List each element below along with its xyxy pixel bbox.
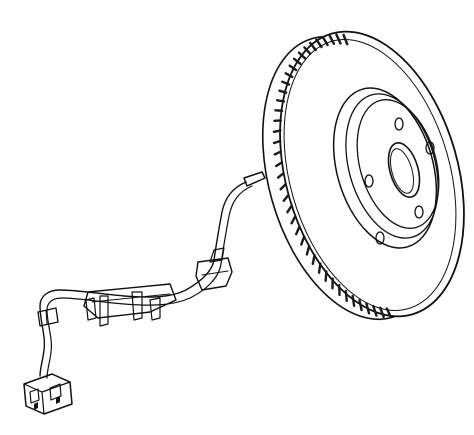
mounting-bracket-lower	[83, 283, 177, 319]
sensor-cable-outline	[46, 185, 253, 379]
rotor-hub-face	[356, 99, 440, 229]
connector-pin	[34, 402, 38, 410]
vent-vane	[344, 289, 348, 303]
vent-vane	[305, 244, 311, 256]
bracket-tab	[209, 247, 225, 263]
vent-vane	[372, 304, 378, 317]
rotor-hat-inner	[345, 93, 439, 239]
lug-hole	[425, 141, 435, 155]
vent-vane	[308, 41, 317, 52]
bracket-edge	[91, 293, 171, 303]
vent-vane	[276, 172, 285, 179]
vent-vane	[279, 183, 287, 191]
vent-vane	[328, 34, 336, 46]
connector-latch	[49, 383, 62, 401]
vent-vane	[274, 161, 284, 168]
electrical-connector	[23, 373, 73, 415]
vent-vane	[286, 204, 293, 214]
rotor-center-bore	[387, 142, 421, 198]
mounting-bracket-upper	[195, 257, 233, 291]
vent-vane	[273, 150, 282, 156]
sensor-head	[243, 171, 266, 187]
bracket-clip	[149, 297, 161, 321]
connector-latch	[29, 388, 40, 404]
bracket-clip	[131, 291, 143, 321]
vent-vane	[292, 57, 302, 66]
vent-vane	[281, 80, 291, 86]
connector-edge	[41, 391, 45, 415]
vent-vane	[365, 302, 371, 315]
vent-vane	[294, 225, 301, 236]
lug-hole	[364, 174, 374, 188]
vent-vane	[311, 253, 316, 266]
vent-vane	[278, 89, 288, 94]
lug-holes	[364, 117, 435, 245]
rotor-center-bore-depth	[389, 148, 415, 194]
lug-hole	[375, 231, 385, 245]
vent-vane	[282, 193, 290, 202]
wheel-speed-sensor-harness	[23, 171, 266, 415]
vent-vane	[303, 46, 312, 55]
vent-vane	[297, 51, 307, 60]
vent-vane	[284, 72, 294, 79]
vent-vane	[275, 99, 286, 103]
sensor-cable	[39, 181, 247, 377]
bracket-edge	[201, 270, 229, 276]
vent-vane	[335, 33, 342, 45]
vent-vane	[321, 35, 329, 47]
vent-vane	[351, 294, 356, 308]
vent-vane	[324, 270, 328, 283]
bracket-clip	[99, 295, 109, 327]
rotor-hat-outer	[332, 87, 438, 249]
vent-vane	[288, 64, 298, 72]
connector-pin	[56, 396, 60, 404]
cable-clip	[37, 307, 59, 327]
rotor-rim-line	[283, 39, 457, 311]
lug-hole	[394, 117, 404, 131]
rotor-front-face	[279, 30, 465, 318]
vent-vane	[272, 139, 282, 145]
clip-detail	[45, 309, 48, 325]
bracket-clip	[85, 297, 97, 321]
vent-vane	[300, 235, 306, 246]
brake-rotor	[261, 30, 465, 321]
vent-vane	[378, 306, 385, 319]
vent-vane	[317, 262, 322, 274]
vent-vane	[290, 215, 297, 225]
vent-vane	[358, 299, 363, 312]
vent-vane	[272, 129, 282, 133]
lug-hole	[414, 205, 424, 219]
